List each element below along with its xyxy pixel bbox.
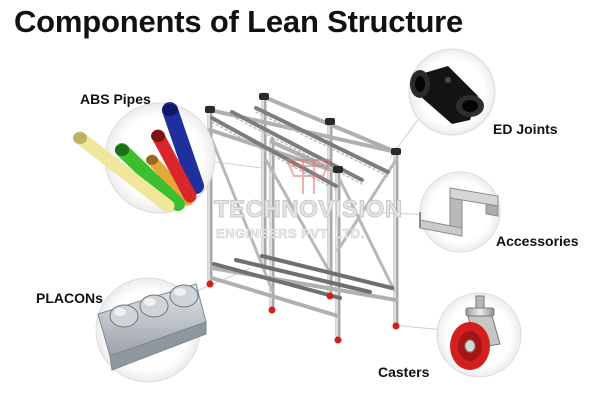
label-abs-pipes: ABS Pipes	[80, 91, 151, 107]
abs-pipes-illustration	[73, 102, 204, 213]
label-ed-joints: ED Joints	[493, 121, 558, 137]
watermark-logo	[285, 159, 332, 194]
caster-wheel-illustration	[450, 295, 501, 370]
placons-callout	[95, 277, 207, 383]
accessory-bracket-illustration	[419, 187, 499, 237]
abs-pipes-callout	[73, 102, 216, 214]
page-title: Components of Lean Structure	[14, 4, 464, 39]
label-casters: Casters	[378, 364, 430, 380]
ed-joints-callout	[408, 48, 496, 136]
label-accessories: Accessories	[496, 233, 579, 249]
ed-joint-illustration	[410, 66, 484, 124]
casters-callout	[436, 292, 522, 378]
watermark-company-name: TECHNOVISION	[214, 196, 403, 224]
label-placons: PLACONs	[36, 290, 103, 306]
accessories-callout	[419, 171, 501, 253]
placon-roller-illustration	[97, 283, 207, 371]
watermark-company-suffix: ENGINEERS PVT. LTD.	[216, 226, 365, 242]
